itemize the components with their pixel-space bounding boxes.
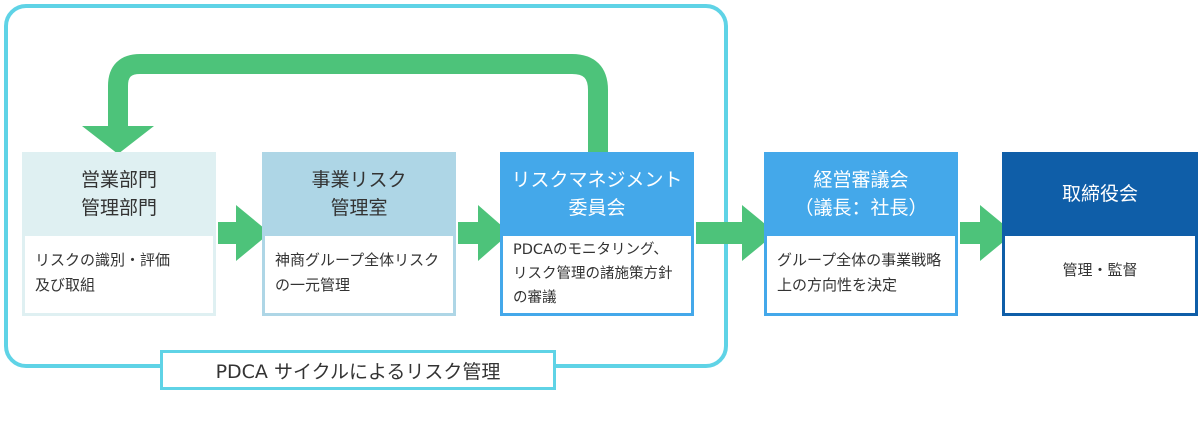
title-line: 管理室 [330,197,388,219]
box-description: グループ全体の事業戦略 上の方向性を決定 [764,236,958,316]
box-title: リスクマネジメント 委員会 [500,152,694,236]
forward-arrow-4 [960,205,1014,261]
desc-line: 神商グループ全体リスク [275,251,440,269]
box-sales-admin-dept: 営業部門 管理部門 リスクの識別・評価 及び取組 [22,152,216,316]
desc-line: 上の方向性を決定 [777,276,898,294]
feedback-loop-arrow [108,54,608,152]
box-title: 事業リスク 管理室 [262,152,456,236]
box-description: 神商グループ全体リスク の一元管理 [262,236,456,316]
forward-arrow-1 [218,205,270,261]
desc-line: 管理・監督 [1062,261,1138,279]
box-business-risk-office: 事業リスク 管理室 神商グループ全体リスク の一元管理 [262,152,456,316]
desc-line: 及び取組 [35,276,96,294]
title-line: 管理部門 [80,197,157,219]
title-line: 取締役会 [1061,183,1138,205]
box-title: 経営審議会 （議長：社長） [764,152,958,236]
box-risk-management-committee: リスクマネジメント 委員会 PDCAのモニタリング、 リスク管理の諸施策方針 の… [500,152,694,316]
title-line: 事業リスク [311,169,407,191]
title-line: 経営審議会 [813,169,909,191]
desc-line: リスク管理の諸施策方針 [513,266,673,282]
pdca-cycle-label: PDCA サイクルによるリスク管理 [160,350,556,390]
box-description: 管理・監督 [1002,236,1198,316]
desc-line: の審議 [513,290,557,306]
desc-line: グループ全体の事業戦略 [777,251,942,269]
title-line: （議長：社長） [794,197,928,219]
title-line: リスクマネジメント [511,169,683,191]
desc-line: リスクの識別・評価 [35,251,171,269]
title-line: 委員会 [568,197,626,219]
feedback-arrowhead [82,126,154,154]
forward-arrow-2 [458,205,510,261]
box-management-council: 経営審議会 （議長：社長） グループ全体の事業戦略 上の方向性を決定 [764,152,958,316]
box-board-of-directors: 取締役会 管理・監督 [1002,152,1198,316]
desc-line: PDCAのモニタリング、 [513,242,668,258]
title-line: 営業部門 [80,169,157,191]
box-description: リスクの識別・評価 及び取組 [22,236,216,316]
box-description: PDCAのモニタリング、 リスク管理の諸施策方針 の審議 [500,236,694,316]
box-title: 営業部門 管理部門 [22,152,216,236]
forward-arrow-3 [696,205,776,261]
box-title: 取締役会 [1002,152,1198,236]
pdca-cycle-label-text: PDCA サイクルによるリスク管理 [215,360,501,383]
desc-line: の一元管理 [275,276,351,294]
